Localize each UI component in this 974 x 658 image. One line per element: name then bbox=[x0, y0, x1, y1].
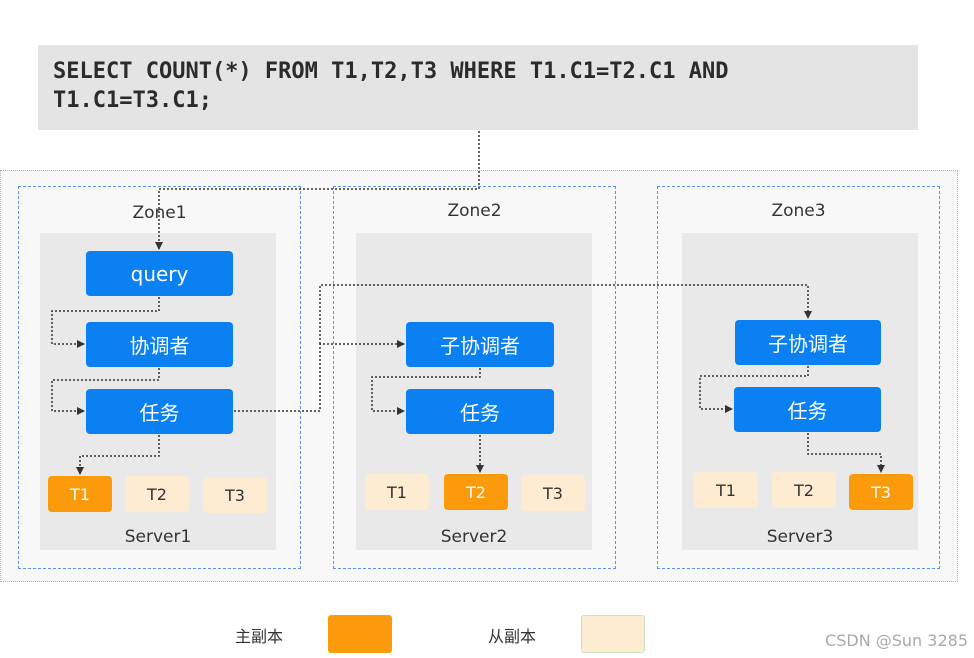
arrow-task-to-t3-zone3 bbox=[807, 433, 885, 473]
watermark: CSDN @Sun 3285 bbox=[825, 631, 968, 650]
sql-line-2: T1.C1=T3.C1; bbox=[53, 88, 212, 113]
table-t1-zone2: T1 bbox=[365, 474, 429, 510]
server-label: Server2 bbox=[440, 527, 508, 547]
task-node-zone2: 任务 bbox=[406, 389, 554, 434]
arrow-task-to-subcoordinators bbox=[234, 340, 405, 412]
table-t1-zone1: T1 bbox=[48, 476, 112, 512]
zone-title: Zone3 bbox=[771, 201, 826, 221]
arrow-subcoord-to-task-zone2 bbox=[371, 368, 481, 415]
arrow-to-zone3-subcoordinator bbox=[319, 284, 812, 344]
table-t3-zone3: T3 bbox=[849, 474, 913, 510]
sub-coordinator-node-zone3: 子协调者 bbox=[735, 320, 881, 365]
legend-primary-swatch bbox=[328, 615, 392, 653]
table-t3-zone1: T3 bbox=[203, 477, 267, 513]
legend-secondary-swatch bbox=[581, 615, 645, 653]
table-t2-zone1: T2 bbox=[125, 476, 189, 512]
arrow-subcoord-to-task-zone3 bbox=[699, 366, 809, 413]
coordinator-node: 协调者 bbox=[86, 322, 233, 367]
arrow-query-to-coordinator bbox=[51, 297, 160, 348]
server-label: Server3 bbox=[766, 527, 834, 547]
legend-primary-label: 主副本 bbox=[235, 627, 284, 646]
sql-line-1: SELECT COUNT(*) FROM T1,T2,T3 WHERE T1.C… bbox=[53, 59, 729, 84]
query-node: query bbox=[86, 251, 233, 296]
table-t3-zone2: T3 bbox=[521, 475, 585, 511]
table-t2-zone2: T2 bbox=[444, 474, 508, 510]
zone-title: Zone2 bbox=[447, 201, 502, 221]
task-node-zone3: 任务 bbox=[734, 387, 881, 432]
task-node-zone1: 任务 bbox=[86, 389, 233, 434]
table-t1-zone3: T1 bbox=[694, 472, 758, 508]
arrow-sql-to-query bbox=[155, 131, 480, 250]
server-label: Server1 bbox=[124, 527, 192, 547]
sub-coordinator-node-zone2: 子协调者 bbox=[406, 322, 554, 367]
legend-secondary-label: 从副本 bbox=[488, 627, 537, 646]
arrow-task-to-t1-zone1 bbox=[76, 435, 160, 475]
arrow-coordinator-to-task bbox=[51, 368, 160, 415]
sql-statement: SELECT COUNT(*) FROM T1,T2,T3 WHERE T1.C… bbox=[38, 45, 918, 130]
table-t2-zone3: T2 bbox=[772, 472, 836, 508]
